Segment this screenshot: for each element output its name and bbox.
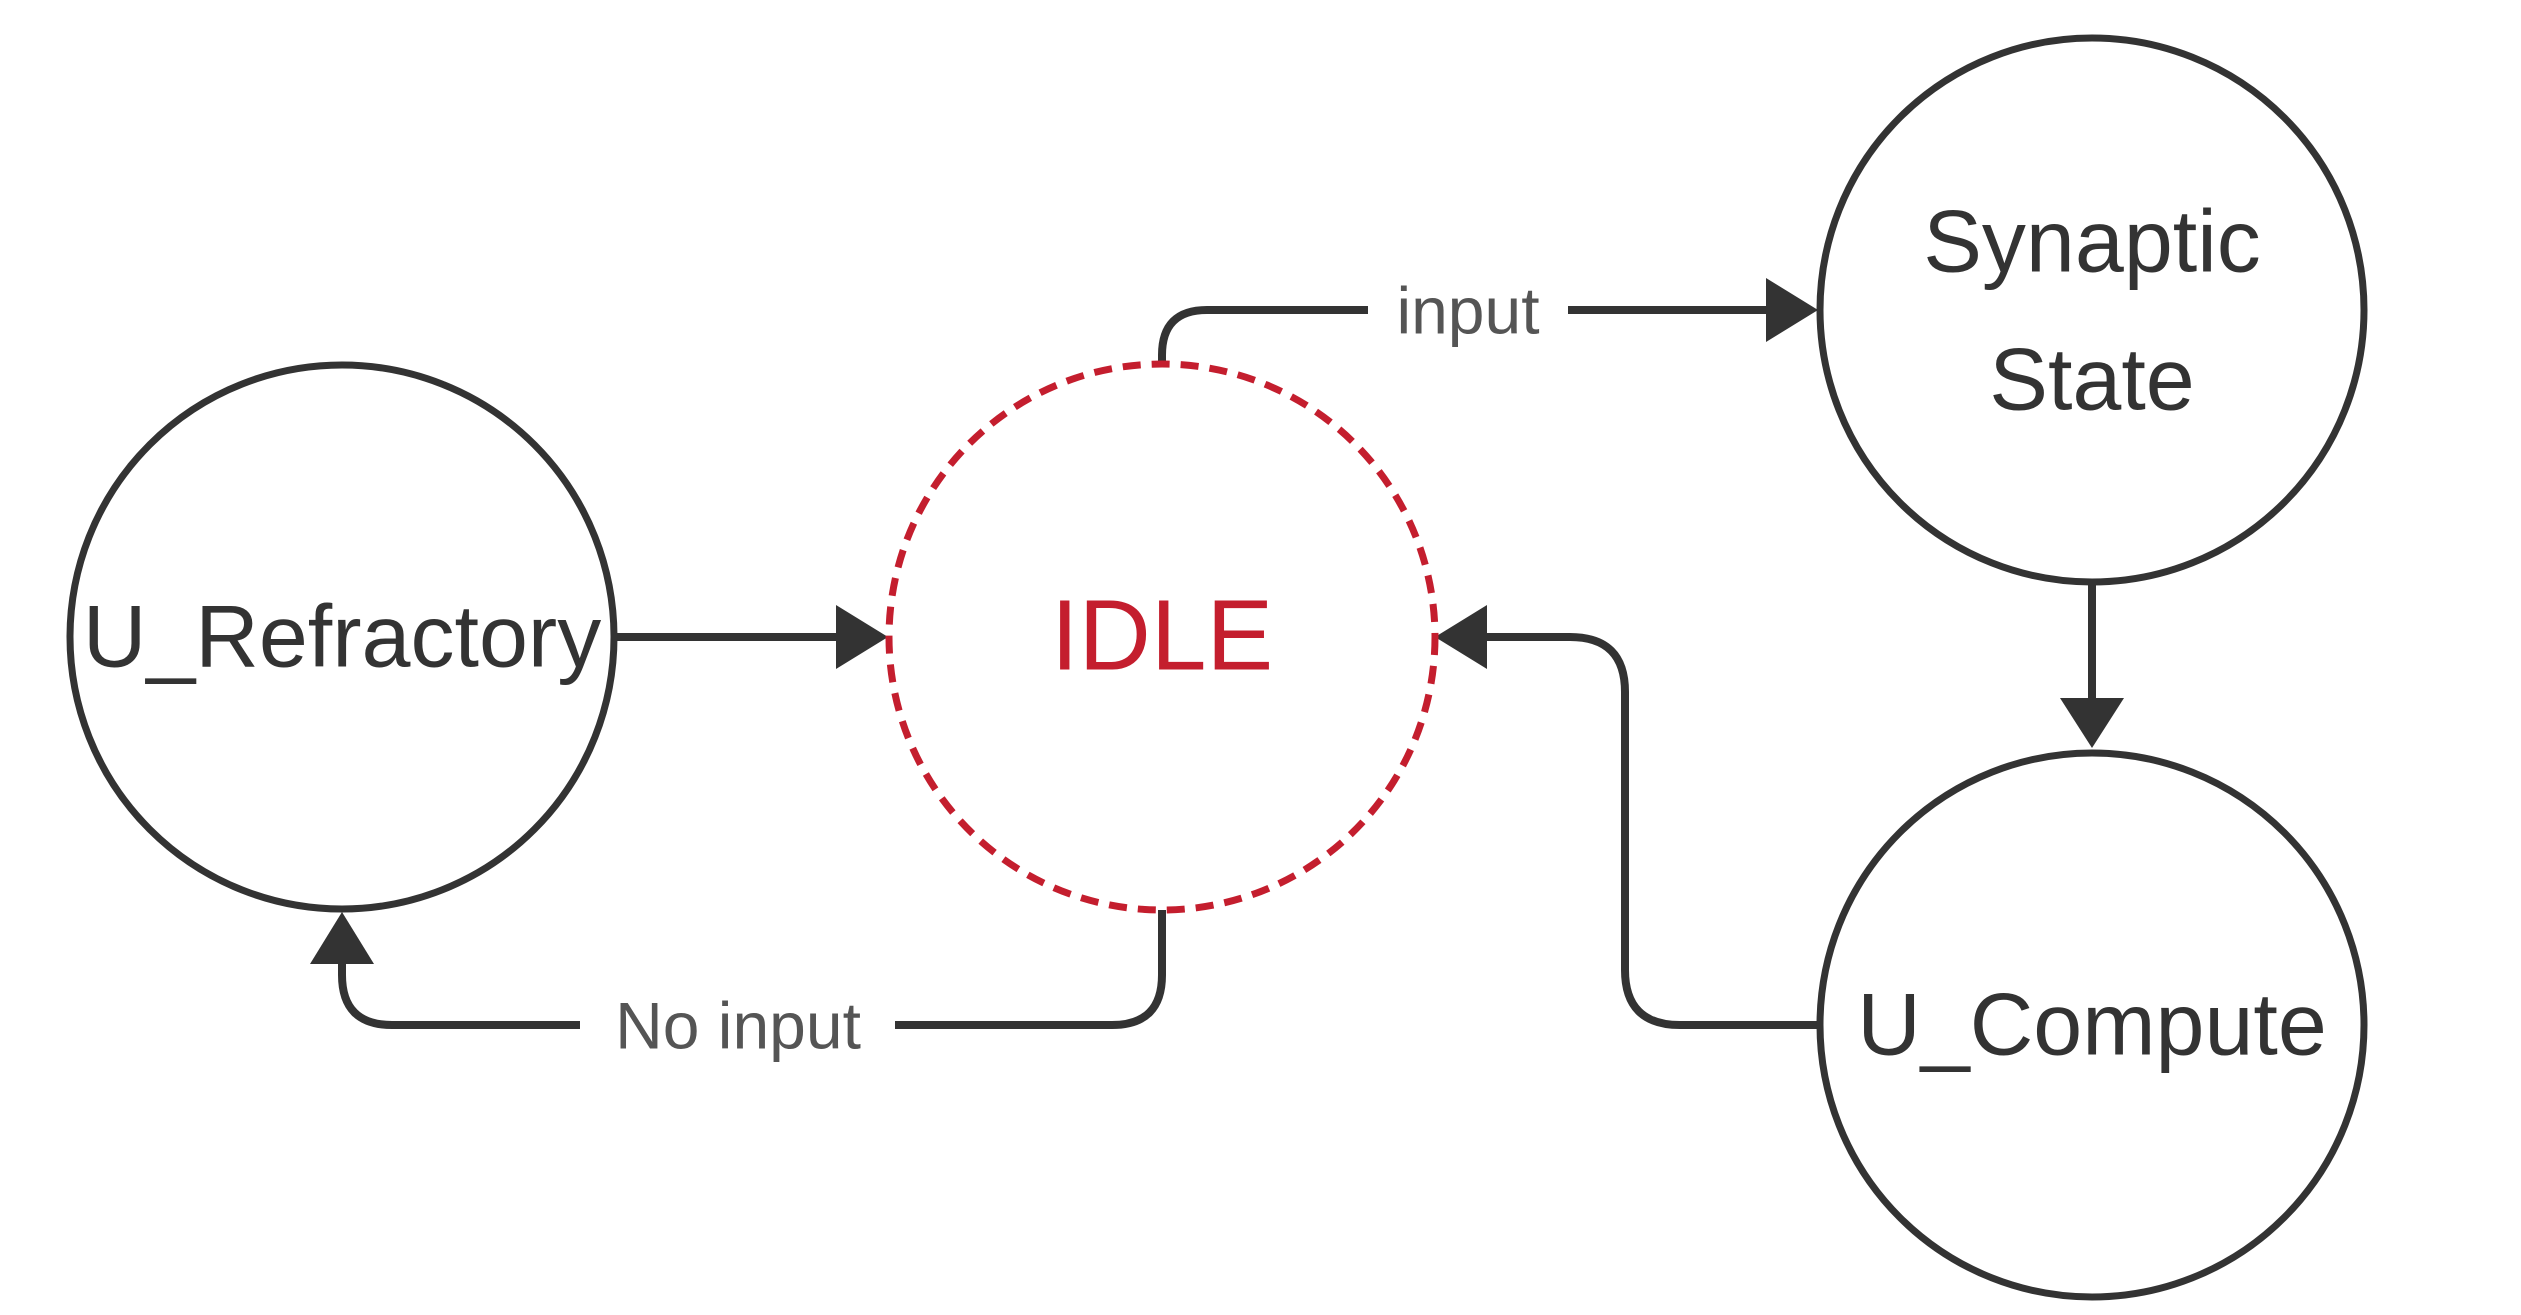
edge-idle-to-synaptic: input — [1158, 269, 1818, 365]
node-u-compute: U_Compute — [1816, 749, 2368, 1301]
node-label-synaptic-line2: State — [1989, 329, 2194, 428]
arrowhead-idle-left — [836, 605, 888, 669]
edge-label-no-input: No input — [615, 988, 861, 1062]
node-label-idle: IDLE — [1051, 579, 1273, 691]
node-label-u-refractory: U_Refractory — [83, 586, 601, 685]
edge-refractory-to-idle — [612, 605, 888, 669]
arrowhead-refractory — [310, 912, 374, 964]
node-synaptic-state: Synaptic State — [1816, 34, 2368, 586]
arrowhead-idle-right — [1435, 605, 1487, 669]
edge-idle-to-refractory: No input — [310, 910, 1166, 1067]
edge-label-input: input — [1396, 273, 1539, 347]
edge-synaptic-to-compute — [2060, 582, 2124, 748]
node-idle: IDLE — [885, 360, 1439, 914]
edge-label-no-input-backing — [601, 984, 875, 1067]
edge-compute-to-idle — [1435, 605, 1818, 1029]
node-u-refractory: U_Refractory — [66, 361, 618, 913]
arrowhead-synaptic — [1766, 278, 1818, 342]
node-label-u-compute: U_Compute — [1857, 974, 2327, 1073]
edge-label-input-backing — [1382, 269, 1554, 352]
arrowhead-compute — [2060, 698, 2124, 748]
node-label-synaptic-line1: Synaptic — [1923, 191, 2261, 290]
